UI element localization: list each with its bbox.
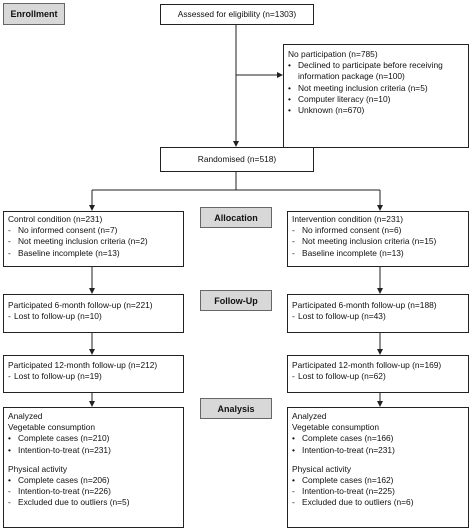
intervention-fu12-lost: -Lost to follow-up (n=62) — [292, 371, 386, 382]
control-analysis-box: Analyzed Vegetable consumption •Complete… — [3, 407, 184, 528]
intervention-item: -Not meeting inclusion criteria (n=15) — [292, 236, 437, 247]
control-item: -Not meeting inclusion criteria (n=2) — [8, 236, 148, 247]
intervention-pa-item: -Intention-to-treat (n=225) — [292, 486, 395, 497]
assessed-box: Assessed for eligibility (n=1303) — [160, 4, 314, 25]
intervention-condition-box: Intervention condition (n=231) -No infor… — [287, 211, 469, 267]
intervention-title: Intervention condition (n=231) — [292, 214, 404, 224]
no-participation-item: •Unknown (n=670) — [288, 105, 365, 116]
no-participation-box: No participation (n=785) •Declined to pa… — [283, 44, 469, 148]
control-veg-item: •Intention-to-treat (n=231) — [8, 444, 111, 455]
control-veg-item: •Complete cases (n=210) — [8, 433, 110, 444]
intervention-pa-item: -Excluded due to outliers (n=6) — [292, 497, 414, 508]
intervention-analysis-box: Analyzed Vegetable consumption •Complete… — [287, 407, 469, 528]
no-participation-title: No participation (n=785) — [288, 49, 378, 59]
control-pa-item: -Intention-to-treat (n=226) — [8, 486, 111, 497]
control-item: -No informed consent (n=7) — [8, 225, 118, 236]
stage-analysis: Analysis — [200, 398, 272, 419]
control-condition-box: Control condition (n=231) -No informed c… — [3, 211, 184, 267]
control-fu12-title: Participated 12-month follow-up (n=212) — [8, 360, 158, 370]
stage-followup: Follow-Up — [200, 290, 272, 311]
intervention-fu12-box: Participated 12-month follow-up (n=169) … — [287, 355, 469, 393]
intervention-veg-title: Vegetable consumption — [292, 422, 380, 433]
control-pa-title: Physical activity — [8, 463, 68, 474]
control-pa-item: -Excluded due to outliers (n=5) — [8, 497, 130, 508]
intervention-fu12-title: Participated 12-month follow-up (n=169) — [292, 360, 442, 370]
intervention-item: -Baseline incomplete (n=13) — [292, 247, 404, 258]
control-item: -Baseline incomplete (n=13) — [8, 247, 120, 258]
control-pa-item: •Complete cases (n=206) — [8, 475, 110, 486]
assessed-text: Assessed for eligibility (n=1303) — [177, 8, 297, 19]
intervention-fu6-title: Participated 6-month follow-up (n=188) — [292, 300, 437, 310]
control-fu12-lost: -Lost to follow-up (n=19) — [8, 371, 102, 382]
control-title: Control condition (n=231) — [8, 214, 103, 224]
control-analyzed-label: Analyzed — [8, 411, 43, 421]
intervention-veg-item: •Complete cases (n=166) — [292, 433, 394, 444]
stage-enrollment: Enrollment — [3, 3, 65, 25]
intervention-fu6-lost: -Lost to follow-up (n=43) — [292, 311, 386, 322]
intervention-veg-item: •Intention-to-treat (n=231) — [292, 444, 395, 455]
control-fu6-lost: -Lost to follow-up (n=10) — [8, 311, 102, 322]
randomised-text: Randomised (n=518) — [197, 153, 277, 164]
stage-allocation: Allocation — [200, 207, 272, 228]
control-fu12-box: Participated 12-month follow-up (n=212) … — [3, 355, 184, 393]
control-veg-title: Vegetable consumption — [8, 422, 96, 433]
intervention-pa-title: Physical activity — [292, 463, 352, 474]
no-participation-item: •Not meeting inclusion criteria (n=5) — [288, 82, 428, 93]
no-participation-item: •Declined to participate before receivin… — [288, 60, 443, 82]
control-fu6-title: Participated 6-month follow-up (n=221) — [8, 300, 153, 310]
intervention-analyzed-label: Analyzed — [292, 411, 327, 421]
control-fu6-box: Participated 6-month follow-up (n=221) -… — [3, 294, 184, 333]
randomised-box: Randomised (n=518) — [160, 147, 314, 172]
no-participation-item: •Computer literacy (n=10) — [288, 93, 391, 104]
intervention-fu6-box: Participated 6-month follow-up (n=188) -… — [287, 294, 469, 333]
intervention-item: -No informed consent (n=6) — [292, 225, 402, 236]
intervention-pa-item: •Complete cases (n=162) — [292, 475, 394, 486]
